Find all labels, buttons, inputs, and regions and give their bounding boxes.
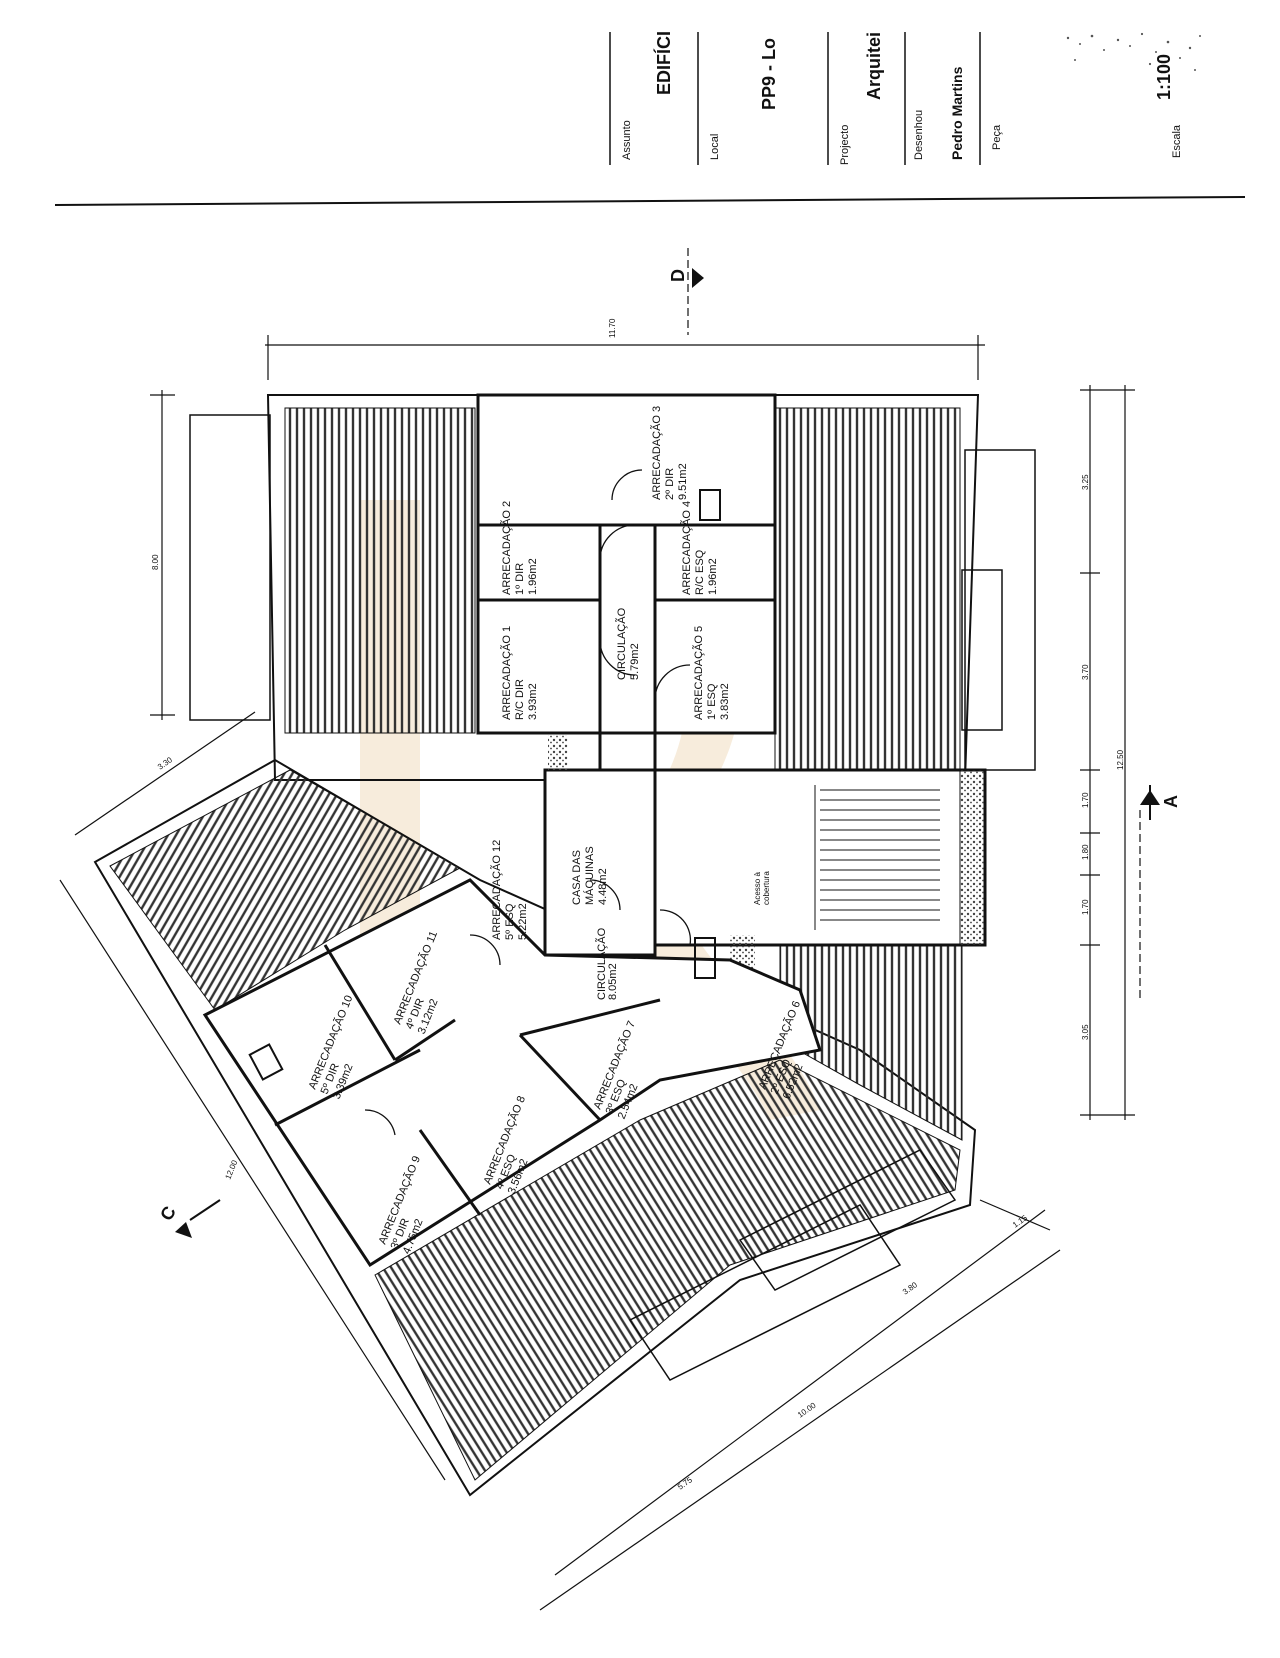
room-arrecadacao-3: ARRECADAÇÃO 3 2º DIR 9.51m2 — [650, 406, 689, 500]
section-c-label: C — [156, 1203, 180, 1224]
chimney-right-mid — [961, 569, 1003, 731]
storage-block-angled — [202, 878, 822, 1268]
roof-area-lower-angled — [374, 1059, 961, 1481]
escala-label: Escala — [1171, 124, 1183, 158]
room-arrecadacao-4: ARRECADAÇÃO 4 R/C ESQ 1.96m2 — [680, 501, 719, 595]
dim-top-overall: 11.70 — [608, 318, 617, 338]
svg-text:1.96m2: 1.96m2 — [707, 558, 719, 595]
desenhou-value: Pedro Martins — [949, 66, 965, 160]
dim-right-5: 1.70 — [1081, 899, 1090, 915]
room-arrecadacao-5: ARRECADAÇÃO 5 1º ESQ 3.83m2 — [692, 626, 731, 720]
room-circulacao-2: CIRCULAÇÃO 8.05m2 — [595, 927, 619, 1000]
door-arc-2 — [599, 639, 636, 676]
svg-text:R/C DIR: R/C DIR — [514, 679, 526, 720]
svg-text:Acesso à: Acesso à — [753, 872, 762, 905]
dim-right-6: 3.05 — [1081, 1024, 1090, 1040]
local-label: Local — [709, 134, 721, 160]
section-a-label: A — [1161, 795, 1181, 808]
dim-bottom-2: 3.80 — [901, 1280, 919, 1297]
rubble-1 — [548, 735, 568, 770]
svg-text:3.93m2: 3.93m2 — [527, 683, 539, 720]
svg-text:ARRECADAÇÃO 12: ARRECADAÇÃO 12 — [490, 840, 503, 940]
dim-right-overall: 12.50 — [1116, 749, 1125, 770]
projecto-label: Projecto — [839, 125, 851, 165]
chimney-bottom-2 — [628, 1204, 902, 1381]
svg-text:CIRCULAÇÃO: CIRCULAÇÃO — [615, 607, 628, 680]
stamp-noise — [1066, 32, 1201, 71]
door-arc-5 — [469, 934, 501, 966]
machine-room — [543, 768, 657, 957]
roof-area-left — [284, 407, 476, 734]
dim-left-roof: 8.00 — [151, 554, 160, 570]
svg-text:2º DIR: 2º DIR — [664, 468, 676, 500]
escala-value: 1:100 — [1154, 54, 1174, 100]
storage-block-top — [476, 393, 777, 735]
peca-label: Peça — [991, 124, 1003, 150]
svg-text:ARRECADAÇÃO 4: ARRECADAÇÃO 4 — [680, 501, 693, 595]
access-to-roof-label: Acesso à cobertura — [753, 871, 771, 905]
svg-text:1º DIR: 1º DIR — [514, 563, 526, 595]
assunto-value: EDIFÍCI — [653, 31, 674, 95]
local-value: PP9 - Lo — [759, 38, 779, 110]
door-arc-4 — [611, 469, 643, 501]
door-arc-6 — [364, 1109, 396, 1136]
stair-wall-rubble — [959, 769, 986, 946]
svg-text:5º ESQ: 5º ESQ — [504, 903, 516, 940]
chimney-bottom — [738, 1149, 957, 1291]
dim-angled-long: 12.00 — [224, 1158, 240, 1180]
dim-right-2: 3.70 — [1081, 664, 1090, 680]
svg-text:ARRECADAÇÃO 3: ARRECADAÇÃO 3 — [650, 406, 663, 500]
svg-text:ARRECADAÇÃO 5: ARRECADAÇÃO 5 — [692, 626, 705, 720]
svg-text:1.96m2: 1.96m2 — [527, 558, 539, 595]
svg-text:3.83m2: 3.83m2 — [719, 683, 731, 720]
chimney-right-top — [964, 449, 1036, 771]
stair-treads — [814, 785, 940, 930]
room-arrecadacao-12: ARRECADAÇÃO 12 5º ESQ 5.22m2 — [490, 840, 529, 940]
room-circulacao-1: CIRCULAÇÃO 5.79m2 — [615, 607, 641, 680]
assunto-label: Assunto — [621, 120, 633, 160]
svg-text:ARRECADAÇÃO 2: ARRECADAÇÃO 2 — [500, 501, 513, 595]
svg-text:5.79m2: 5.79m2 — [629, 643, 641, 680]
svg-text:CIRCULAÇÃO: CIRCULAÇÃO — [595, 927, 608, 1000]
building-plan — [93, 393, 1036, 1497]
svg-text:5.22m2: 5.22m2 — [517, 903, 529, 940]
roof-area-right — [774, 407, 961, 771]
section-c-arrow — [175, 1222, 192, 1238]
chimney-left — [189, 414, 271, 721]
dim-bottom-overall: 10.00 — [796, 1400, 818, 1419]
dimension-lines — [59, 335, 1135, 1611]
section-d-label: D — [668, 269, 688, 282]
door-arc-3 — [654, 664, 691, 701]
svg-text:4.48m2: 4.48m2 — [597, 868, 609, 905]
svg-text:9.51m2: 9.51m2 — [677, 463, 689, 500]
svg-text:8.05m2: 8.05m2 — [607, 963, 619, 1000]
section-d-arrow — [692, 268, 704, 288]
roof-area-upper-angled — [109, 769, 462, 1011]
projecto-value: Arquitei — [864, 32, 884, 100]
dim-right-3: 1.70 — [1081, 792, 1090, 808]
door-arc-1 — [599, 524, 636, 561]
svg-text:cobertura: cobertura — [762, 871, 771, 905]
dim-right-1: 3.25 — [1081, 474, 1090, 490]
room-casa-das-maquinas: CASA DAS MÁQUINAS 4.48m2 — [571, 846, 609, 905]
dim-bottom-1: 1.15 — [1011, 1213, 1029, 1230]
svg-text:CASA DAS: CASA DAS — [571, 850, 583, 905]
roof-outline-angled — [93, 758, 977, 1497]
door-arc-7 — [589, 879, 621, 911]
desenhou-label: Desenhou — [913, 110, 925, 160]
dim-bottom-3: 5.75 — [676, 1475, 694, 1492]
stair-core — [653, 768, 987, 947]
title-block: Assunto EDIFÍCI Local PP9 - Lo Projecto … — [54, 31, 1246, 206]
svg-text:1º ESQ: 1º ESQ — [706, 683, 718, 720]
svg-text:R/C ESQ: R/C ESQ — [694, 549, 706, 595]
svg-text:MÁQUINAS: MÁQUINAS — [583, 846, 596, 905]
room-arrecadacao-1: ARRECADAÇÃO 1 R/C DIR 3.93m2 — [500, 626, 539, 720]
door-arc-8 — [659, 909, 692, 946]
room-arrecadacao-2: ARRECADAÇÃO 2 1º DIR 1.96m2 — [500, 501, 539, 595]
svg-text:ARRECADAÇÃO 1: ARRECADAÇÃO 1 — [500, 626, 513, 720]
dim-right-4: 1.80 — [1081, 844, 1090, 860]
